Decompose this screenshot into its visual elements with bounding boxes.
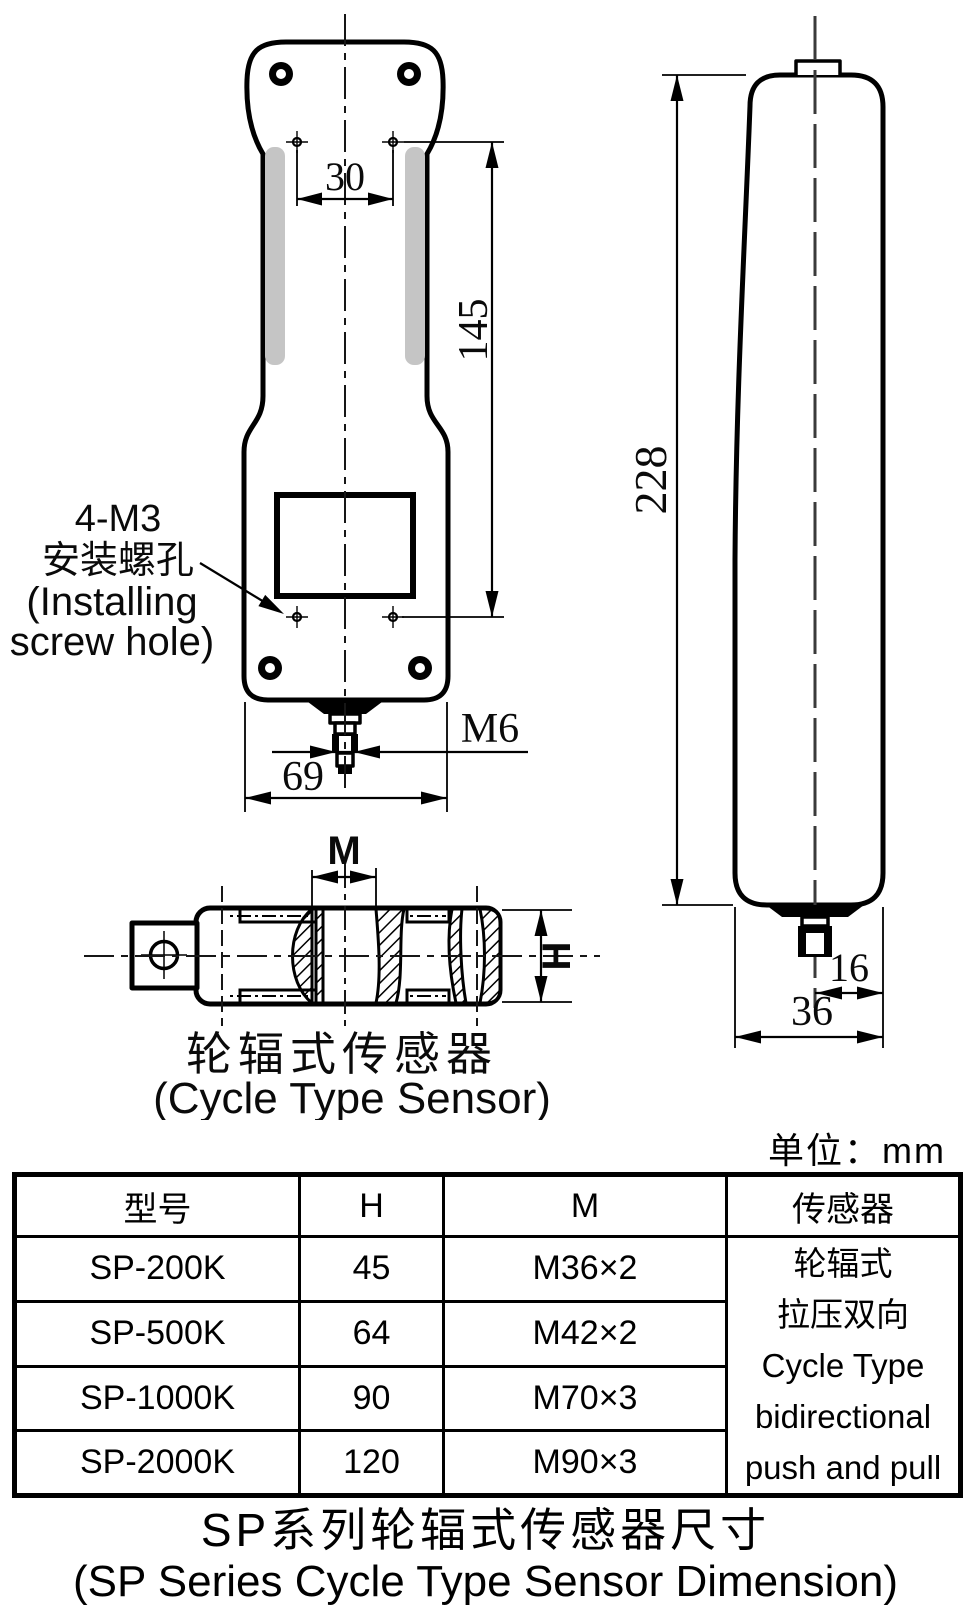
cell-sensor-type: 轮辐式 拉压双向 Cycle Type bidirectional push a… bbox=[725, 1235, 962, 1497]
cell-h: 90 bbox=[298, 1364, 445, 1433]
dim-30: 30 bbox=[296, 150, 394, 206]
head-hole-left bbox=[269, 62, 293, 86]
note-line-3: (Installing bbox=[26, 580, 197, 624]
cell-m: M42×2 bbox=[442, 1299, 728, 1368]
head-hole-right bbox=[397, 62, 421, 86]
dim-m6-label: M6 bbox=[461, 706, 519, 752]
footer-title-cn: SP系列轮辐式传感器尺寸 bbox=[200, 1504, 771, 1556]
table-row: SP-1000K 90 M70×3 bbox=[13, 1364, 961, 1433]
dim-228: 228 bbox=[625, 74, 746, 906]
dim-36: 36 bbox=[734, 907, 883, 1048]
cell-h: 45 bbox=[298, 1235, 445, 1303]
note-line-2: 安装螺孔 bbox=[42, 540, 194, 582]
cell-model: SP-2000K bbox=[13, 1429, 301, 1497]
bottom-hole-right bbox=[408, 656, 432, 680]
side-view: 228 16 36 bbox=[625, 16, 886, 1048]
sensor-type-line: bidirectional bbox=[754, 1398, 932, 1435]
sensor-type-line: Cycle Type bbox=[761, 1347, 925, 1384]
bottom-hole-left bbox=[258, 656, 282, 680]
front-view: 30 145 4-M3 安装螺孔 (Installing screw hole) bbox=[10, 14, 528, 812]
table-row: SP-2000K 120 M90×3 bbox=[13, 1429, 961, 1497]
sensor-caption-en: (Cycle Type Sensor) bbox=[153, 1074, 551, 1120]
table-row: SP-200K 45 M36×2 轮辐式 拉压双向 Cycle Type bid… bbox=[13, 1235, 962, 1497]
screw-holes bbox=[286, 131, 404, 628]
table-header-row: 型号 H M 传感器 bbox=[13, 1173, 962, 1238]
sensor-view: M H 轮辐式传感器 (Cycle Type Sensor) bbox=[84, 829, 600, 1120]
table-row: SP-500K 64 M42×2 bbox=[13, 1299, 961, 1368]
dim-16: 16 bbox=[815, 907, 884, 1048]
header-model: 型号 bbox=[13, 1173, 301, 1238]
header-h: H bbox=[298, 1173, 445, 1238]
footer-title-en: (SP Series Cycle Type Sensor Dimension) bbox=[73, 1557, 898, 1606]
dim-h: H bbox=[502, 909, 579, 1003]
cell-model: SP-200K bbox=[13, 1235, 301, 1303]
dim-69-label: 69 bbox=[282, 754, 324, 800]
technical-drawing: 30 145 4-M3 安装螺孔 (Installing screw hole) bbox=[10, 14, 886, 1120]
cell-h: 120 bbox=[298, 1429, 445, 1497]
sensor-notches bbox=[230, 910, 451, 1002]
cell-m: M90×3 bbox=[442, 1429, 728, 1497]
spec-table: 型号 H M 传感器 SP-200K 45 M36×2 轮辐式 拉压双向 Cyc… bbox=[12, 1172, 963, 1498]
sensor-type-line: 轮辐式 bbox=[793, 1245, 893, 1282]
installing-screw-note: 4-M3 安装螺孔 (Installing screw hole) bbox=[10, 498, 284, 664]
dim-30-label: 30 bbox=[325, 154, 365, 199]
cell-model: SP-1000K bbox=[13, 1364, 301, 1433]
dim-69: 69 bbox=[244, 702, 448, 812]
dim-145-label: 145 bbox=[451, 299, 497, 362]
dim-h-label: H bbox=[535, 942, 579, 971]
unit-label: 单位：mm bbox=[768, 1130, 946, 1171]
header-sensor: 传感器 bbox=[725, 1173, 962, 1238]
dim-m6: M6 bbox=[272, 706, 528, 759]
dim-228-label: 228 bbox=[625, 446, 676, 515]
dim-36-label: 36 bbox=[791, 989, 833, 1035]
footer-titles: SP系列轮辐式传感器尺寸 (SP Series Cycle Type Senso… bbox=[0, 1504, 971, 1608]
sensor-type-line: 拉压双向 bbox=[777, 1296, 909, 1333]
side-bottom-connector bbox=[766, 905, 864, 957]
side-top-tab bbox=[794, 59, 842, 75]
header-m: M bbox=[442, 1173, 728, 1238]
dim-m: M bbox=[311, 829, 377, 906]
cell-m: M36×2 bbox=[442, 1235, 728, 1303]
cell-m: M70×3 bbox=[442, 1364, 728, 1433]
note-line-4: screw hole) bbox=[10, 620, 215, 664]
dim-16-label: 16 bbox=[829, 945, 869, 990]
side-body-outline bbox=[732, 72, 886, 908]
sensor-type-line: push and pull bbox=[744, 1449, 942, 1486]
cell-model: SP-500K bbox=[13, 1299, 301, 1368]
dim-m-label: M bbox=[327, 829, 360, 873]
note-line-1: 4-M3 bbox=[75, 498, 162, 540]
cell-h: 64 bbox=[298, 1299, 445, 1368]
grip-pad-left bbox=[265, 147, 285, 365]
dim-145: 145 bbox=[402, 141, 504, 618]
sensor-caption-cn: 轮辐式传感器 bbox=[186, 1028, 498, 1080]
grip-pad-right bbox=[405, 147, 425, 365]
